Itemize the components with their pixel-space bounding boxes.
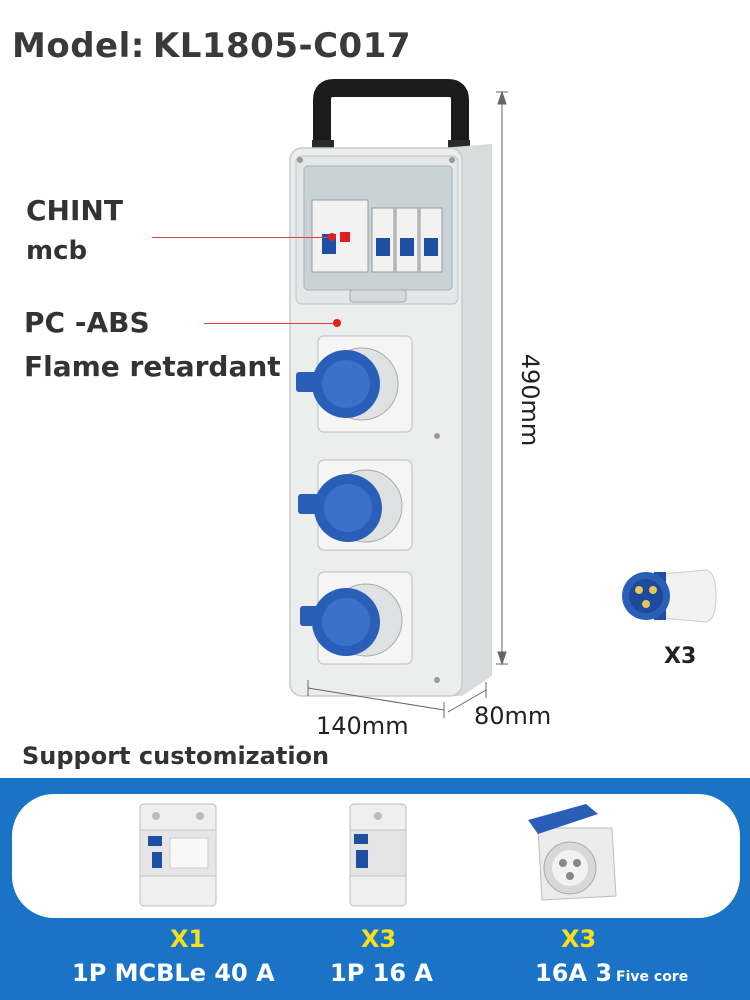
industrial-socket-icon: [528, 804, 617, 901]
model-label: Model:: [12, 26, 145, 66]
leader-dot-mcb: [328, 233, 336, 241]
product-3-label-small: Five core: [616, 969, 689, 985]
distribution-box-illustration: [289, 79, 508, 718]
product-2-label: 1P 16 A: [330, 959, 433, 987]
depth-dimension: 80mm: [474, 702, 552, 730]
mcb-window: [311, 199, 443, 273]
support-title: Support customization: [22, 742, 330, 770]
rcbo-breaker-icon: [139, 803, 217, 907]
product-3-quantity: X3: [561, 925, 597, 953]
socket-1: [296, 335, 413, 433]
callout-chint: CHINT: [26, 194, 123, 227]
callout-pc-abs: PC -ABS: [24, 306, 150, 339]
callout-flame-retardant: Flame retardant: [24, 350, 281, 383]
mcb-breaker-icon: [349, 803, 407, 907]
accessory-quantity: X3: [664, 644, 697, 669]
leader-dot-material: [333, 319, 341, 327]
leader-line-material: [204, 323, 334, 324]
product-1-quantity: X1: [170, 925, 206, 953]
product-2-quantity: X3: [361, 925, 397, 953]
socket-2: [298, 459, 413, 551]
leader-line-mcb: [152, 237, 330, 238]
industrial-plug-icon: [622, 569, 717, 623]
model-value: KL1805-C017: [152, 26, 412, 66]
depth-dimension-line: [447, 682, 487, 713]
width-dimension: 140mm: [316, 712, 409, 740]
product-3-label-main: 16A 3: [535, 959, 613, 987]
callout-mcb: mcb: [26, 236, 88, 266]
height-dimension: 490mm: [516, 353, 544, 447]
width-dimension-line: [307, 680, 445, 718]
product-1-label: 1P MCBLe 40 A: [72, 959, 275, 987]
model-title: Model:KL1805-C017: [12, 26, 411, 66]
height-dimension-line: [496, 90, 508, 666]
socket-3: [300, 571, 413, 665]
